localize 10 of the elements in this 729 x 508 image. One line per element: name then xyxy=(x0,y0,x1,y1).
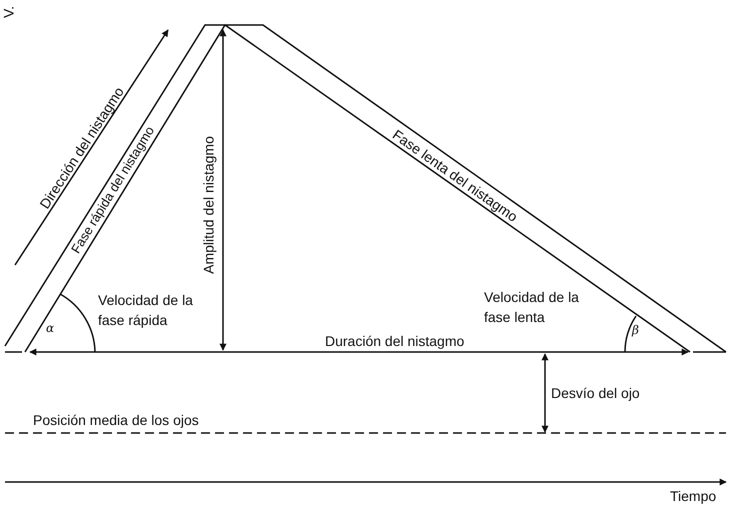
angle-symbol: β xyxy=(632,322,639,339)
axis-label: V. xyxy=(0,6,18,18)
velocity-label: Velocidad de la fase lenta xyxy=(484,288,580,327)
dimension-label: Desvío del ojo xyxy=(551,385,640,402)
angle-symbol: α xyxy=(46,320,54,337)
axis-label: Tiempo xyxy=(670,488,716,505)
dimension-label: Amplitud del nistagmo xyxy=(200,136,218,274)
velocity-label: Velocidad de la fase rápida xyxy=(98,291,194,330)
dimension-label: Duración del nistagmo xyxy=(325,333,464,350)
line-label: Posición media de los ojos xyxy=(33,412,199,429)
